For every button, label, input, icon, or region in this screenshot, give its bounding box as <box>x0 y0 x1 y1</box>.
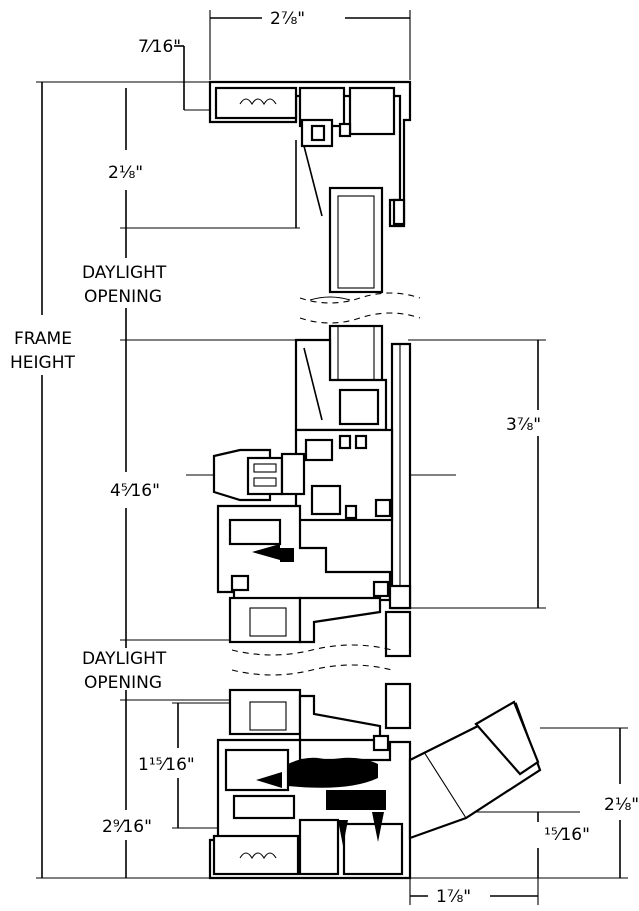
dimension-top-offset-text: 7⁄16" <box>138 37 181 57</box>
dimension-bottom-width-text: 1⅞" <box>436 887 471 907</box>
dimension-sill-inner: 1¹⁵⁄16" <box>138 702 230 829</box>
dimension-right-lower-text: 2⅛" <box>604 795 639 815</box>
frame-height-label-2: HEIGHT <box>10 353 75 373</box>
dimension-top-width: 2⅞" <box>209 9 411 80</box>
upper-daylight-opening: DAYLIGHT OPENING <box>82 228 300 341</box>
daylight-upper-label-2: OPENING <box>84 287 162 307</box>
daylight-upper-label-1: DAYLIGHT <box>82 263 167 283</box>
dimension-sill-height: 2⁹⁄16" <box>102 700 152 878</box>
dimension-head-height-text: 2⅛" <box>108 163 143 183</box>
dimension-sill-inner-text: 1¹⁵⁄16" <box>138 755 195 775</box>
dimension-right-upper-text: 3⅞" <box>506 415 541 435</box>
dimension-meeting-rail: 4⁵⁄16" <box>110 340 230 641</box>
dimension-head-height: 2⅛" <box>108 88 300 229</box>
frame-height-label-1: FRAME <box>14 329 72 349</box>
lower-sash-frame <box>228 596 412 752</box>
daylight-lower-label-1: DAYLIGHT <box>82 649 167 669</box>
lower-daylight-opening: DAYLIGHT OPENING <box>82 640 230 701</box>
dimension-small-lower-text: ¹⁵⁄16" <box>544 825 590 845</box>
dimension-top-offset: 7⁄16" <box>138 37 210 111</box>
dimension-frame-height: FRAME HEIGHT <box>10 81 410 879</box>
daylight-lower-label-2: OPENING <box>84 673 162 693</box>
sill-profile <box>208 738 412 880</box>
dimension-top-width-text: 2⅞" <box>270 9 305 29</box>
sash-lock <box>212 448 306 502</box>
break-mark-upper <box>309 296 351 301</box>
dimension-sill-height-text: 2⁹⁄16" <box>102 817 152 837</box>
lower-sash-top-rail <box>216 504 412 610</box>
dimension-right-lower: 2⅛" <box>410 727 639 879</box>
dimension-bottom-width: 1⅞" <box>409 878 539 907</box>
upper-glazing <box>299 186 421 388</box>
exterior-sill-extension <box>408 700 542 840</box>
head-frame-profile <box>208 80 412 228</box>
dimension-meeting-rail-text: 4⁵⁄16" <box>110 481 160 501</box>
dimension-right-upper: 3⅞" <box>408 339 546 609</box>
